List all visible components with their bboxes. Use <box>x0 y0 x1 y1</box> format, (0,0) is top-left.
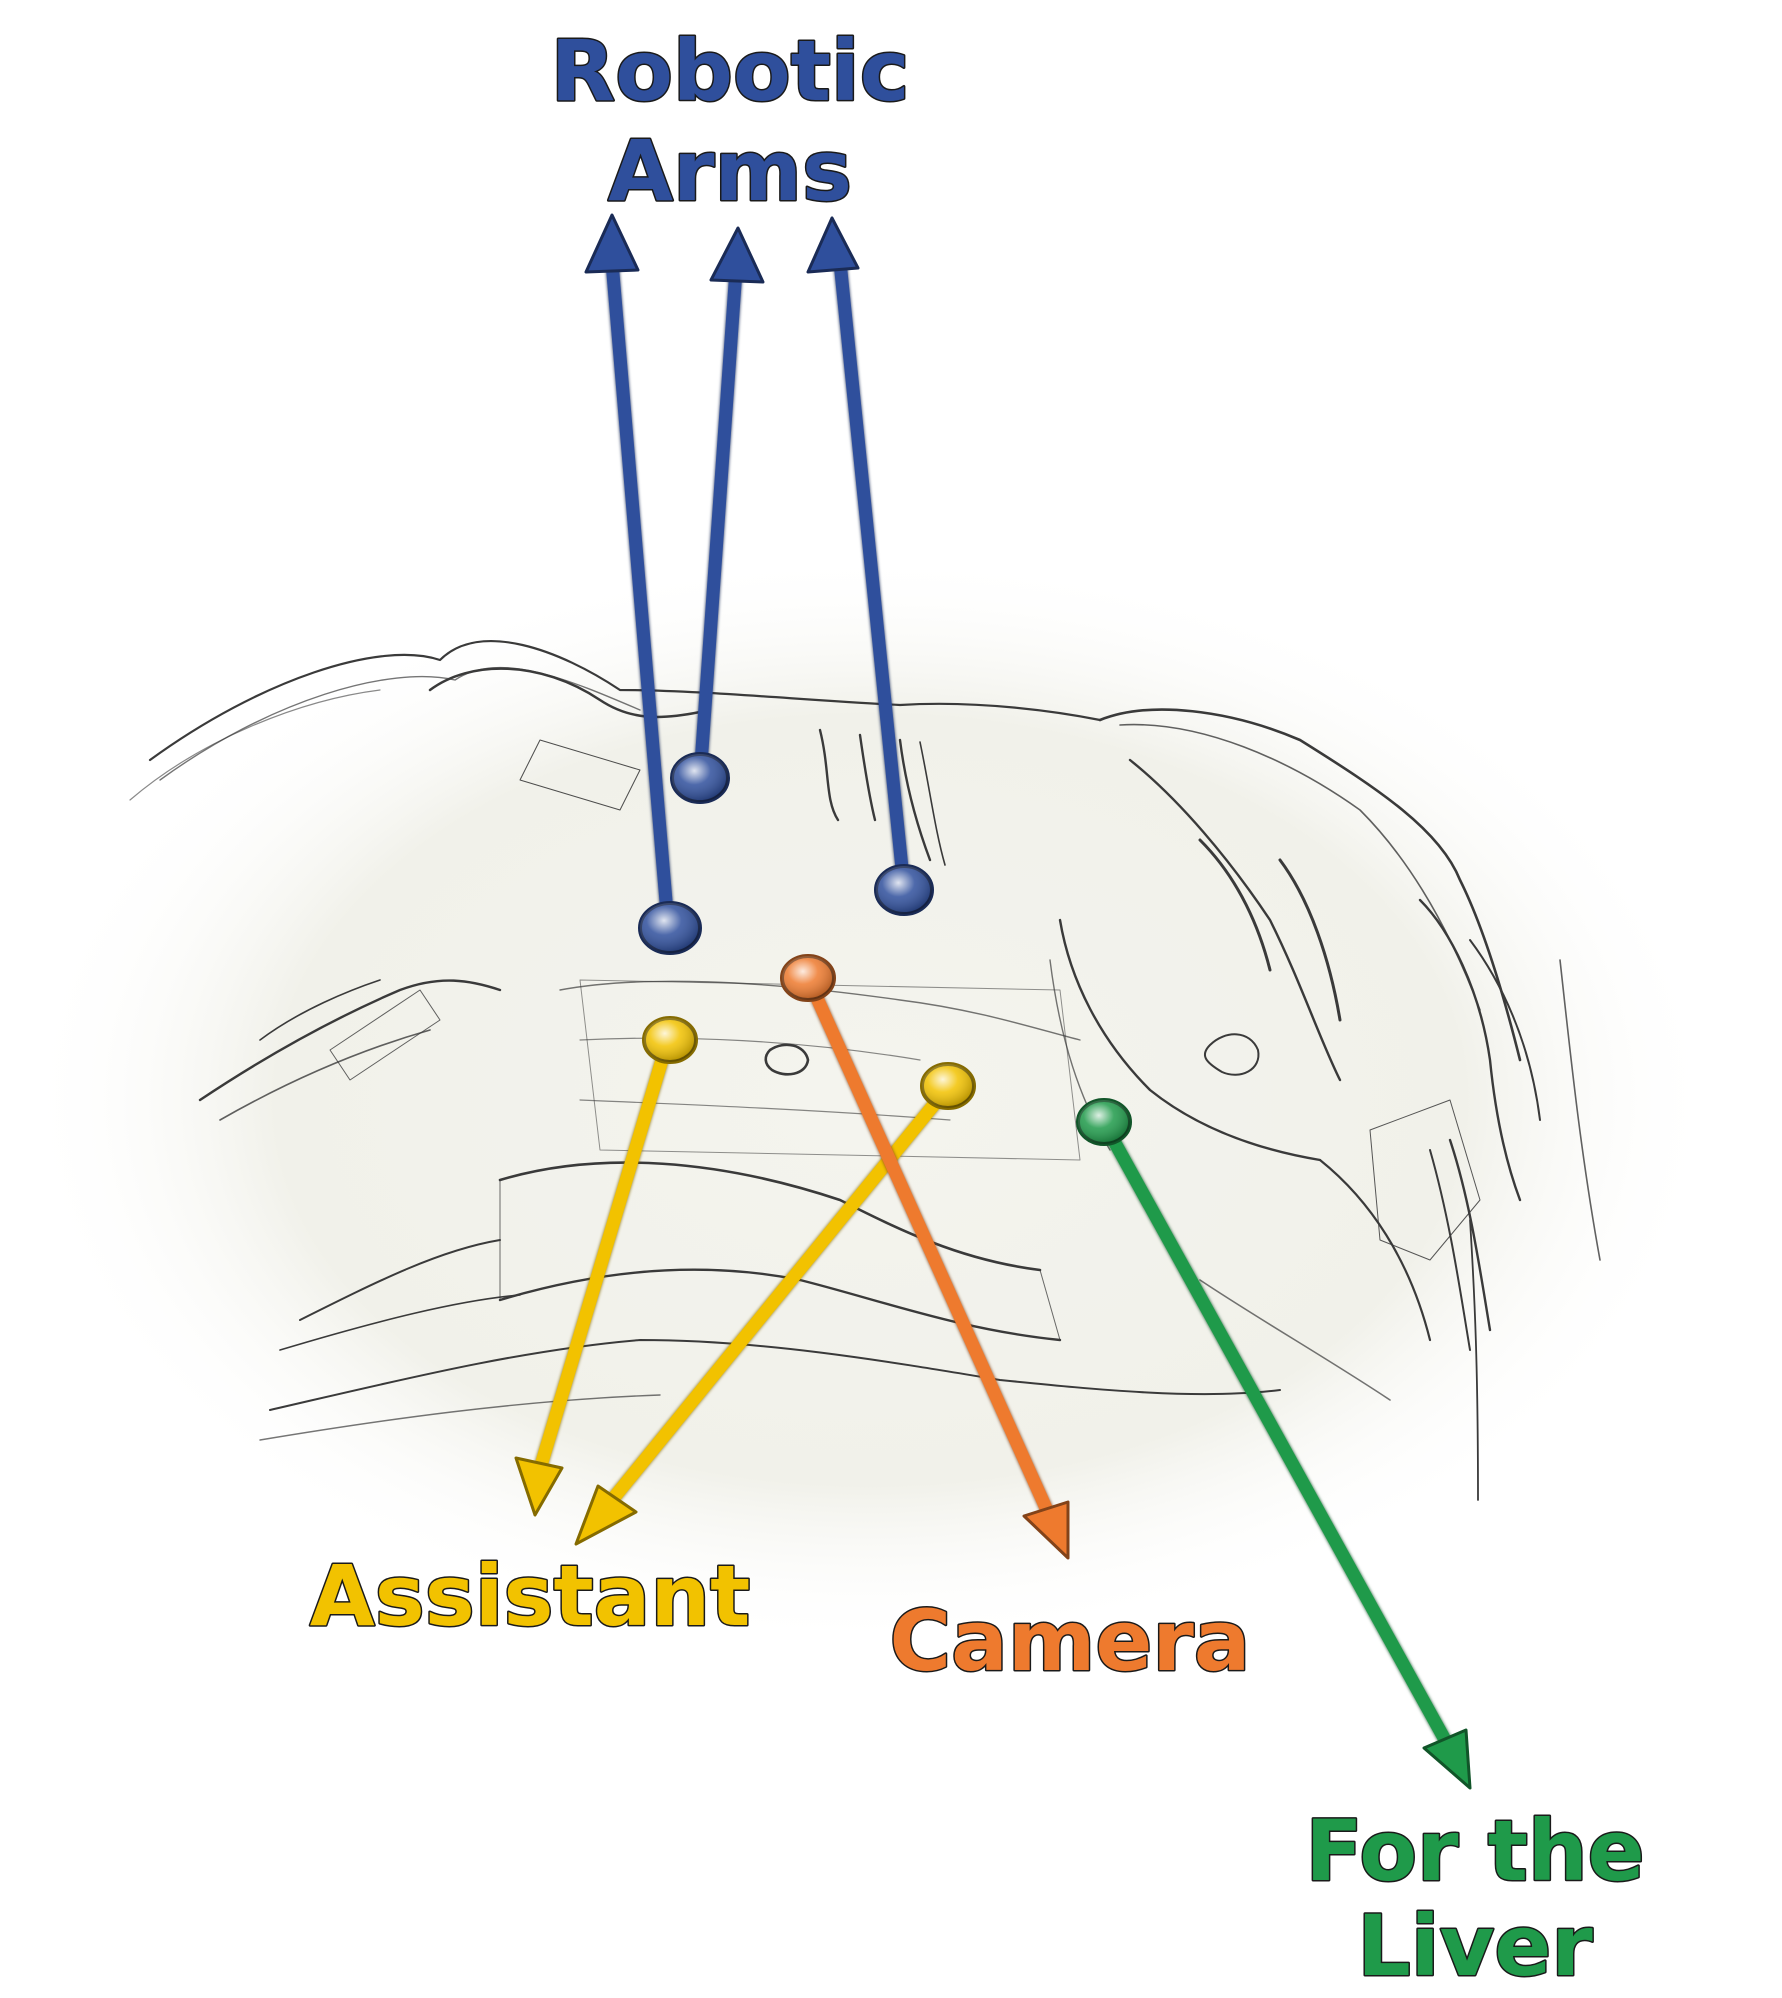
liver-label-line1: For the <box>1305 1802 1644 1900</box>
robotic-arms-label-line1: Robotic <box>551 22 910 120</box>
port-marker-icon <box>780 954 836 1002</box>
camera-arrow <box>801 971 1070 1560</box>
background-glow <box>20 550 1720 1650</box>
liver-arrow <box>1097 1116 1472 1790</box>
port-marker-icon <box>874 864 934 916</box>
robotic-arms-label-line2: Arms <box>608 122 852 220</box>
port-marker-icon <box>638 901 702 955</box>
labels: Robotic Arms Assistant Camera For the Li… <box>308 21 1646 1997</box>
port-marker-icon <box>1076 1098 1132 1146</box>
port-marker-icon <box>670 752 730 804</box>
port-markers <box>638 752 1132 1146</box>
liver-label-line2: Liver <box>1357 1897 1593 1995</box>
robotic-arm-ports <box>584 213 911 932</box>
assistant-arrow-1 <box>514 1033 675 1517</box>
robotic-arrow-3 <box>806 216 911 895</box>
liver-retractor-port <box>1097 1116 1472 1790</box>
robotic-arrow-1 <box>584 213 675 932</box>
camera-port <box>801 971 1070 1560</box>
camera-label: Camera <box>890 1592 1251 1690</box>
patient-sketch <box>129 640 1601 1501</box>
port-marker-icon <box>920 1062 976 1110</box>
port-marker-icon <box>642 1016 698 1064</box>
robotic-arrow-2 <box>693 226 765 785</box>
assistant-label: Assistant <box>310 1547 751 1645</box>
